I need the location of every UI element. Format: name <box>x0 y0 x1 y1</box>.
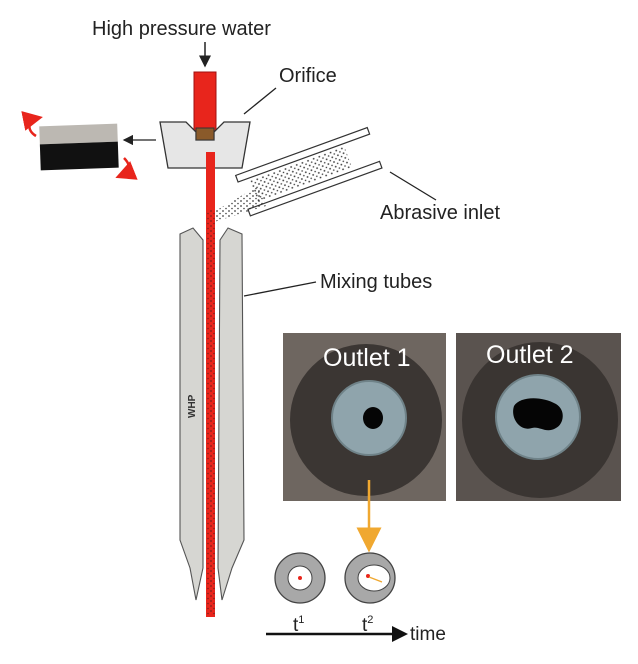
orifice-jewel <box>195 127 215 141</box>
outlet-photo-1: Outlet 1 <box>283 333 446 501</box>
tube-marking: WHP <box>187 394 198 418</box>
time-label: time <box>410 624 446 645</box>
rotation-block-top <box>39 123 118 145</box>
orifice-leader <box>243 87 277 115</box>
mixing-label: Mixing tubes <box>320 271 432 293</box>
mixing-tube-left <box>179 227 204 601</box>
mixing-tube-right <box>217 227 245 601</box>
rotate-arrow-top-icon <box>21 111 43 138</box>
abrasive-tube <box>234 126 383 217</box>
abrasive-spray <box>210 186 266 222</box>
water-inlet <box>193 71 217 135</box>
outlet-photo-2: Outlet 2 <box>456 333 621 501</box>
time-axis-arrowhead <box>392 626 408 642</box>
rotate-arrow-bottom-icon <box>115 157 138 180</box>
abrasive-label: Abrasive inlet <box>380 202 501 224</box>
jet-abrasive-texture <box>206 210 215 615</box>
outlet-1-label: Outlet 1 <box>323 344 411 372</box>
orifice-label: Orifice <box>279 65 337 87</box>
rotation-block-bottom <box>39 141 119 171</box>
cross-section-t2 <box>344 552 396 604</box>
cross-section-t1 <box>274 552 326 604</box>
mixing-leader <box>243 281 317 297</box>
outlet-2-label: Outlet 2 <box>486 341 574 369</box>
t2-label: t2 <box>362 614 373 636</box>
t1-label: t1 <box>293 614 304 636</box>
input-label: High pressure water <box>92 18 271 40</box>
abrasive-leader <box>389 171 437 201</box>
